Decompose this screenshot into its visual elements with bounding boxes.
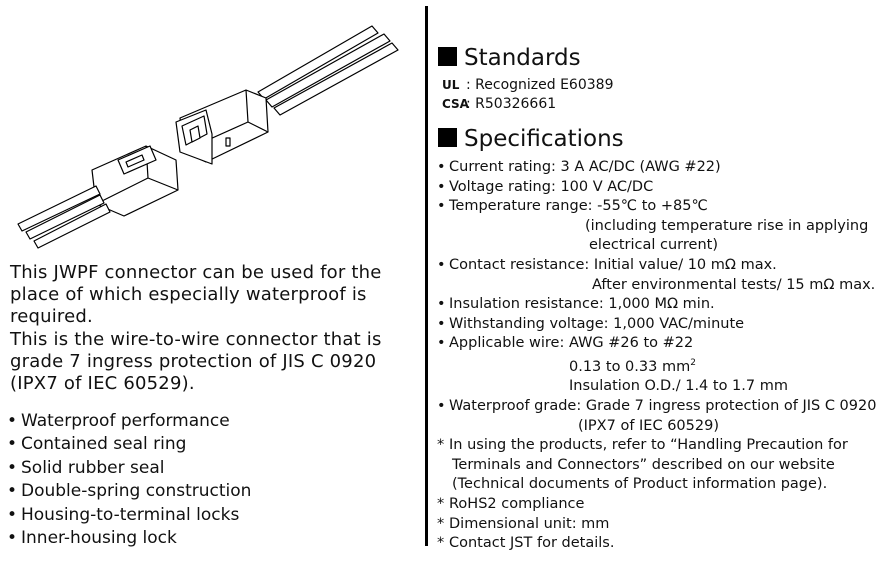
wire-top-2 [265, 33, 391, 108]
spec-current-rating: •Current rating: 3 A AC/DC (AWG #22) [437, 159, 721, 175]
feature-list: •Waterproof performance •Contained seal … [7, 410, 407, 550]
spec-waterproof-grade: •Waterproof grade: Grade 7 ingress prote… [437, 397, 877, 414]
standards-heading: Standards [438, 44, 581, 72]
asterisk-icon: * [437, 495, 445, 512]
note-handling-precaution: *In using the products, refer to “Handli… [437, 436, 877, 456]
asterisk-icon: * [437, 535, 445, 552]
feature-item: •Housing-to-terminal locks [7, 504, 240, 525]
feature-item: •Inner-housing lock [7, 528, 177, 549]
feature-item: •Solid rubber seal [7, 457, 165, 478]
spec-temperature-range: •Temperature range: -55℃ to +85℃ [437, 198, 708, 215]
note-handling-precaution-2: Terminals and Connectors” described on o… [452, 456, 835, 473]
spec-waterproof-grade-2: (IPX7 of IEC 60529) [578, 417, 719, 434]
spec-contact-resistance: •Contact resistance: Initial value/ 10 m… [437, 256, 777, 273]
note-contact-jst: *Contact JST for details. [437, 534, 877, 554]
feature-item: •Contained seal ring [7, 434, 187, 455]
spec-insulation-resistance: •Insulation resistance: 1,000 MΩ min. [437, 296, 715, 313]
spec-temperature-note-1: (including temperature rise in applying [585, 217, 869, 234]
csa-certification: CSA: R50326661 [442, 96, 557, 112]
wire-bottom-2 [25, 194, 105, 240]
wire-bottom-1 [17, 185, 101, 232]
note-dimensional-unit: *Dimensional unit: mm [437, 515, 877, 535]
spec-voltage-rating: •Voltage rating: 100 V AC/DC [437, 178, 654, 195]
csa-mark-icon: CSA [442, 97, 469, 111]
asterisk-icon: * [437, 437, 445, 454]
intro-paragraph-1: This JWPF connector can be used for the … [10, 262, 382, 328]
square-bullet-icon [438, 128, 457, 147]
note-handling-precaution-3: (Technical documents of Product informat… [452, 476, 828, 493]
note-rohs: *RoHS2 compliance [437, 495, 877, 515]
square-bullet-icon [438, 47, 457, 66]
spec-withstanding-voltage: •Withstanding voltage: 1,000 VAC/minute [437, 315, 745, 332]
specifications-list: •Current rating: 3 A AC/DC (AWG #22) •Vo… [437, 158, 877, 554]
spec-applicable-wire: •Applicable wire: AWG #26 to #22 [437, 335, 694, 352]
wire-bottom-3 [33, 203, 111, 249]
specifications-heading: Specifications [438, 125, 624, 153]
intro-paragraph-2: This is the wire-to-wire connector that … [10, 328, 382, 395]
connector-illustration [17, 25, 399, 249]
wire-top-3 [273, 42, 399, 116]
ul-mark-icon: UL [442, 78, 460, 92]
spec-applicable-wire-2: 0.13 to 0.33 mm2 [569, 357, 696, 375]
feature-item: •Double-spring construction [7, 481, 252, 502]
ul-recognition: UL: Recognized E60389 [442, 77, 614, 93]
feature-item: •Waterproof performance [7, 411, 230, 431]
spec-temperature-note-2: electrical current) [589, 237, 718, 254]
column-divider [425, 6, 428, 546]
intro-text: This JWPF connector can be used for the … [10, 262, 420, 395]
spec-contact-resistance-2: After environmental tests/ 15 mΩ max. [592, 276, 876, 293]
asterisk-icon: * [437, 515, 445, 532]
spec-applicable-wire-3: Insulation O.D./ 1.4 to 1.7 mm [569, 378, 788, 395]
